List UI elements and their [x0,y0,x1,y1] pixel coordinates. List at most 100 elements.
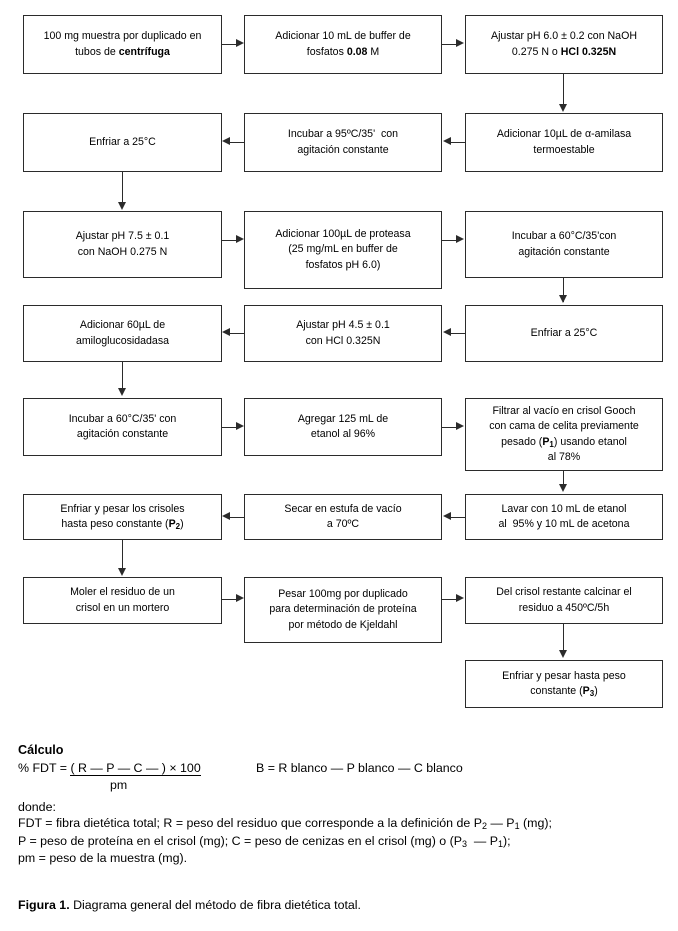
connector-n21-n22 [563,624,565,652]
arrowhead-n17-n18 [222,512,230,521]
arrowhead-n7-n8 [236,235,244,244]
connector-n19-n20 [222,598,236,600]
flow-node-text: Enfriar a 25°C [89,135,156,148]
flow-node-text: Adicionar 100µL de proteasa(25 mg/mL en … [275,227,411,271]
arrowhead-n2-n3 [456,39,464,48]
connector-n20-n21 [442,598,456,600]
connector-n16-n17 [451,516,465,518]
connector-n14-n15 [442,426,456,428]
arrowhead-n15-n16 [559,484,567,492]
arrowhead-n10-n11 [443,328,451,337]
flow-node-n8[interactable]: Adicionar 100µL de proteasa(25 mg/mL en … [244,211,442,289]
connector-n13-n14 [222,426,236,428]
connector-n12-n13 [122,362,124,390]
arrowhead-n20-n21 [456,594,464,603]
connector-n2-n3 [442,43,456,45]
formula-row: % FDT = ( R — P — C — ) × 100 pm B = R b… [18,760,668,798]
arrowhead-n19-n20 [236,594,244,603]
formula-denominator: pm [110,777,128,792]
arrowhead-n1-n2 [236,39,244,48]
arrowhead-n6-n7 [118,202,126,210]
legend-line-2: P = peso de proteína en el crisol (mg); … [18,833,511,849]
calculation-heading: Cálculo [18,743,64,757]
arrowhead-n8-n9 [456,235,464,244]
formula-numerator: ( R — P — C — ) × 100 [70,760,201,776]
donde-label: donde: [18,799,56,814]
connector-n6-n7 [122,172,124,202]
connector-n7-n8 [222,239,236,241]
arrowhead-n5-n6 [222,137,230,146]
arrowhead-n3-n4 [559,104,567,112]
connector-n11-n12 [230,332,244,334]
formula-lhs: % FDT = [18,760,71,775]
figure-caption: Figura 1. Diagrama general del método de… [18,898,361,912]
connector-n5-n6 [230,141,244,143]
fdt-formula: % FDT = ( R — P — C — ) × 100 [18,760,201,776]
figure-caption-label: Figura 1. [18,898,70,912]
arrowhead-n13-n14 [236,422,244,431]
connector-n17-n18 [230,516,244,518]
arrowhead-n9-n10 [559,295,567,303]
arrowhead-n16-n17 [443,512,451,521]
connector-n15-n16 [563,471,565,488]
flow-node-n6[interactable]: Enfriar a 25°C [23,113,222,172]
connector-n8-n9 [442,239,456,241]
connector-n4-n5 [451,141,465,143]
calculation-block: Cálculo % FDT = ( R — P — C — ) × 100 pm… [18,742,668,867]
connector-n18-n19 [122,540,124,570]
connector-n10-n11 [451,332,465,334]
connector-n9-n10 [563,278,565,302]
connector-n1-n2 [222,43,236,45]
blank-formula: B = R blanco — P blanco — C blanco [256,760,463,775]
arrowhead-n12-n13 [118,388,126,396]
arrowhead-n18-n19 [118,568,126,576]
figure-caption-text: Diagrama general del método de fibra die… [69,898,361,912]
flow-node-n10[interactable]: Enfriar a 25°C [465,305,663,362]
legend-line-3: pm = peso de la muestra (mg). [18,851,188,866]
arrowhead-n14-n15 [456,422,464,431]
arrowhead-n11-n12 [222,328,230,337]
legend-line-1: FDT = fibra dietética total; R = peso de… [18,815,552,831]
arrowhead-n4-n5 [443,137,451,146]
arrowhead-n21-n22 [559,650,567,658]
